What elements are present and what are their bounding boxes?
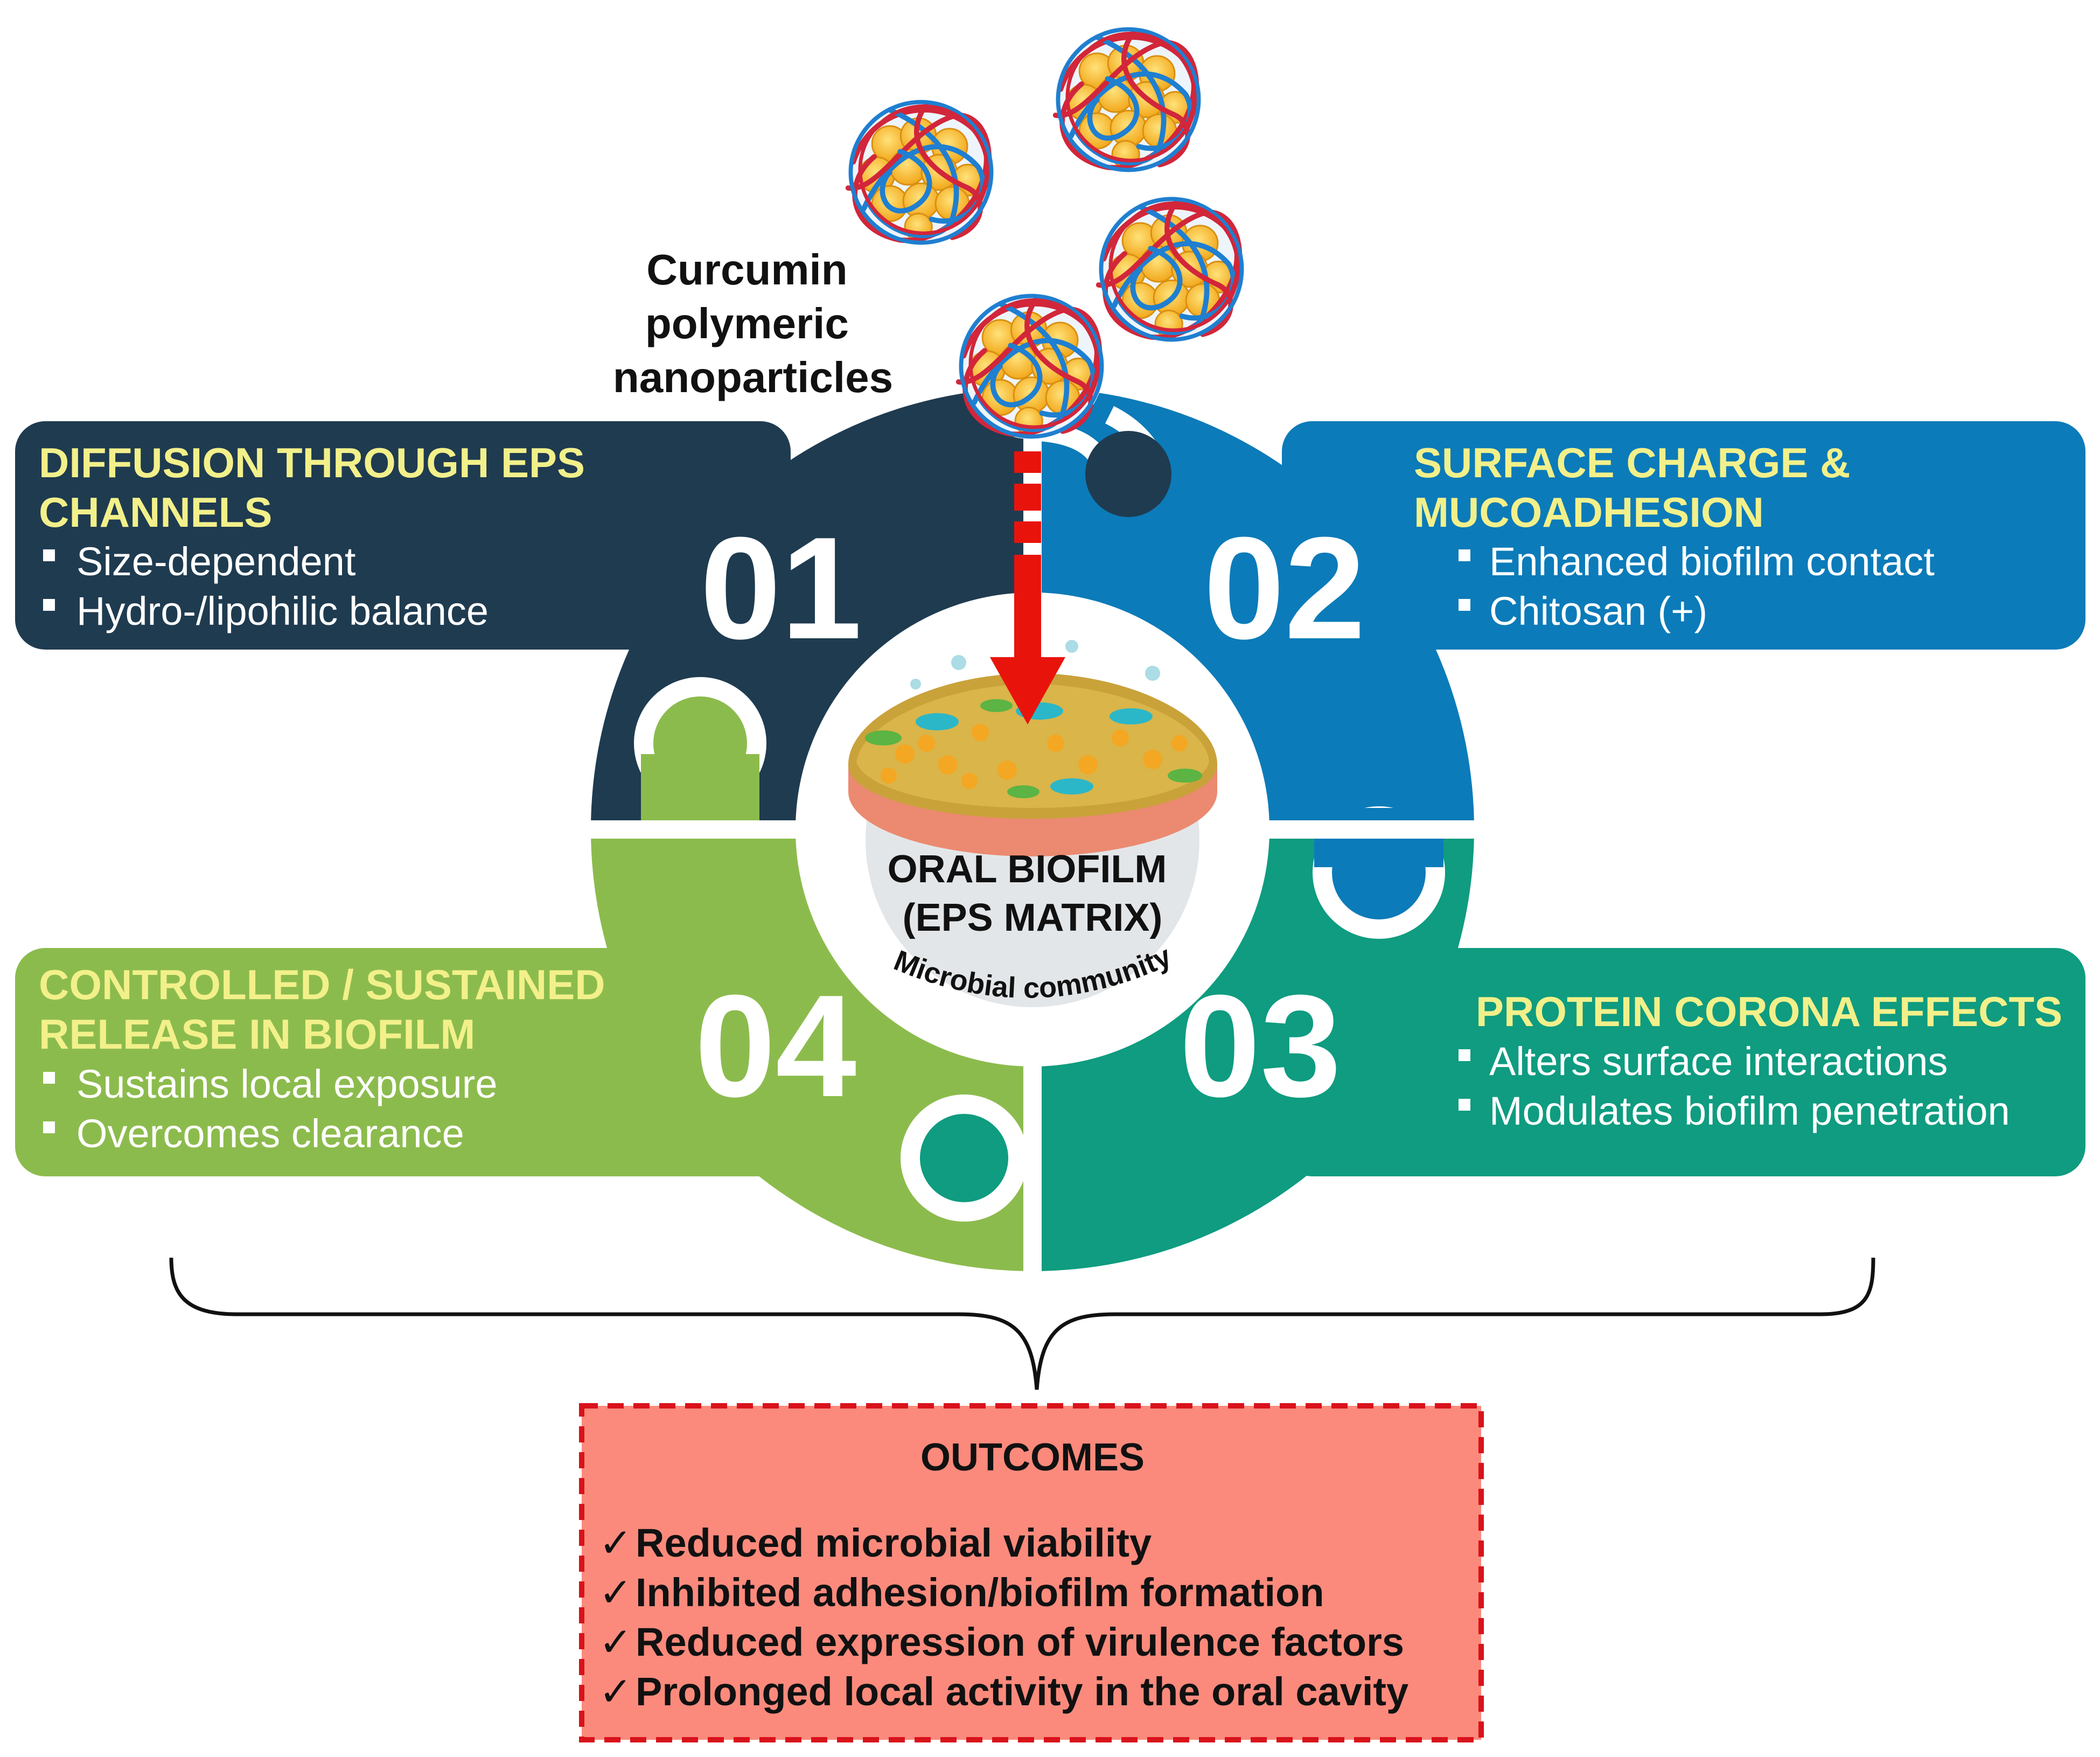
biofilm-illustration bbox=[848, 640, 1217, 856]
card-02-bullet: Chitosan (+) bbox=[1489, 589, 1707, 633]
card-01-box bbox=[15, 421, 791, 650]
puzzle-knobs bbox=[634, 406, 1445, 1222]
card-03-box bbox=[1282, 948, 2085, 1176]
card-03-bullet: Alters surface interactions bbox=[1489, 1039, 1948, 1084]
card-04-bullet: Sustains local exposure bbox=[76, 1062, 498, 1106]
card-01-title-line: CHANNELS bbox=[39, 489, 272, 536]
knob-01 bbox=[1085, 431, 1171, 517]
card-03-bullet: Modulates biofilm penetration bbox=[1489, 1089, 2010, 1133]
card-01-bullet: Hydro-/lipohilic balance bbox=[76, 589, 489, 633]
card-02-box bbox=[1282, 421, 2085, 650]
card-02-title: SURFACE CHARGE & MUCOADHESION bbox=[1414, 439, 1862, 536]
piece-04-number: 04 bbox=[695, 965, 857, 1127]
outcome-check-icon: ✓ bbox=[599, 1620, 632, 1664]
bullet-marker bbox=[1459, 1049, 1470, 1061]
nanoparticle-label-line: Curcumin bbox=[646, 246, 847, 294]
piece-01-number: 01 bbox=[700, 507, 862, 670]
bullet-marker bbox=[1459, 549, 1470, 561]
grouping-brace bbox=[169, 1257, 1875, 1390]
bullet-marker bbox=[1459, 599, 1470, 611]
bullet-marker bbox=[1459, 1099, 1470, 1111]
outcomes-box: OUTCOMES ✓ Reduced microbial viability ✓… bbox=[579, 1403, 1484, 1742]
nanoparticle-icon bbox=[848, 100, 994, 246]
outcome-item: Reduced expression of virulence factors bbox=[636, 1620, 1404, 1664]
outcome-item: Inhibited adhesion/biofilm formation bbox=[636, 1570, 1324, 1615]
nanoparticle-icon bbox=[1099, 197, 1245, 343]
outcome-item: Prolonged local activity in the oral cav… bbox=[636, 1669, 1408, 1714]
penetration-arrow bbox=[990, 451, 1065, 724]
bullet-marker bbox=[43, 1072, 55, 1084]
card-04-bullet: Overcomes clearance bbox=[76, 1111, 464, 1156]
center-title: ORAL BIOFILM (EPS MATRIX) bbox=[888, 848, 1178, 939]
piece-02-number: 02 bbox=[1204, 507, 1365, 670]
outcome-check-icon: ✓ bbox=[599, 1570, 632, 1615]
nanoparticle-icon bbox=[1056, 27, 1202, 173]
card-03-title: PROTEIN CORONA EFFECTS bbox=[1476, 988, 2062, 1035]
outcomes-panel bbox=[579, 1403, 1484, 1742]
nanoparticle-label: Curcumin polymeric nanoparticles bbox=[613, 246, 893, 401]
card-02-title-line: MUCOADHESION bbox=[1414, 489, 1764, 536]
card-03: PROTEIN CORONA EFFECTS Alters surface in… bbox=[1282, 948, 2085, 1176]
card-01: DIFFUSION THROUGH EPS CHANNELS Size-depe… bbox=[15, 421, 791, 650]
card-04-title: CONTROLLED / SUSTAINED RELEASE IN BIOFIL… bbox=[39, 961, 617, 1058]
nanoparticle-label-line: nanoparticles bbox=[613, 353, 893, 401]
card-02-bullet: Enhanced biofilm contact bbox=[1489, 539, 1935, 584]
nanoparticle-cluster bbox=[848, 27, 1245, 440]
outcomes-list: ✓ Reduced microbial viability ✓ Inhibite… bbox=[599, 1521, 1408, 1714]
bullet-marker bbox=[43, 1121, 55, 1133]
nanoparticle-icon bbox=[959, 294, 1105, 440]
card-04-title-line: CONTROLLED / SUSTAINED bbox=[39, 961, 605, 1008]
outcome-check-icon: ✓ bbox=[599, 1669, 632, 1714]
card-02-title-line: SURFACE CHARGE & bbox=[1414, 439, 1850, 486]
center-title-line: ORAL BIOFILM bbox=[888, 848, 1167, 891]
outcome-check-icon: ✓ bbox=[599, 1521, 632, 1565]
center-title-line: (EPS MATRIX) bbox=[903, 896, 1163, 939]
outcome-item: Reduced microbial viability bbox=[636, 1521, 1152, 1565]
outcomes-title: OUTCOMES bbox=[920, 1436, 1145, 1479]
knob-03 bbox=[901, 1094, 1028, 1222]
piece-03-number: 03 bbox=[1180, 965, 1341, 1127]
card-04: CONTROLLED / SUSTAINED RELEASE IN BIOFIL… bbox=[15, 948, 791, 1176]
bullet-marker bbox=[43, 549, 55, 561]
nanoparticle-label-line: polymeric bbox=[645, 299, 849, 347]
bullet-marker bbox=[43, 599, 55, 611]
card-04-title-line: RELEASE IN BIOFILM bbox=[39, 1010, 475, 1058]
card-02: SURFACE CHARGE & MUCOADHESION Enhanced b… bbox=[1282, 421, 2085, 650]
card-01-bullet: Size-dependent bbox=[76, 539, 356, 584]
card-01-title: DIFFUSION THROUGH EPS CHANNELS bbox=[39, 439, 597, 536]
card-01-title-line: DIFFUSION THROUGH EPS bbox=[39, 439, 585, 486]
card-04-box bbox=[15, 948, 791, 1176]
